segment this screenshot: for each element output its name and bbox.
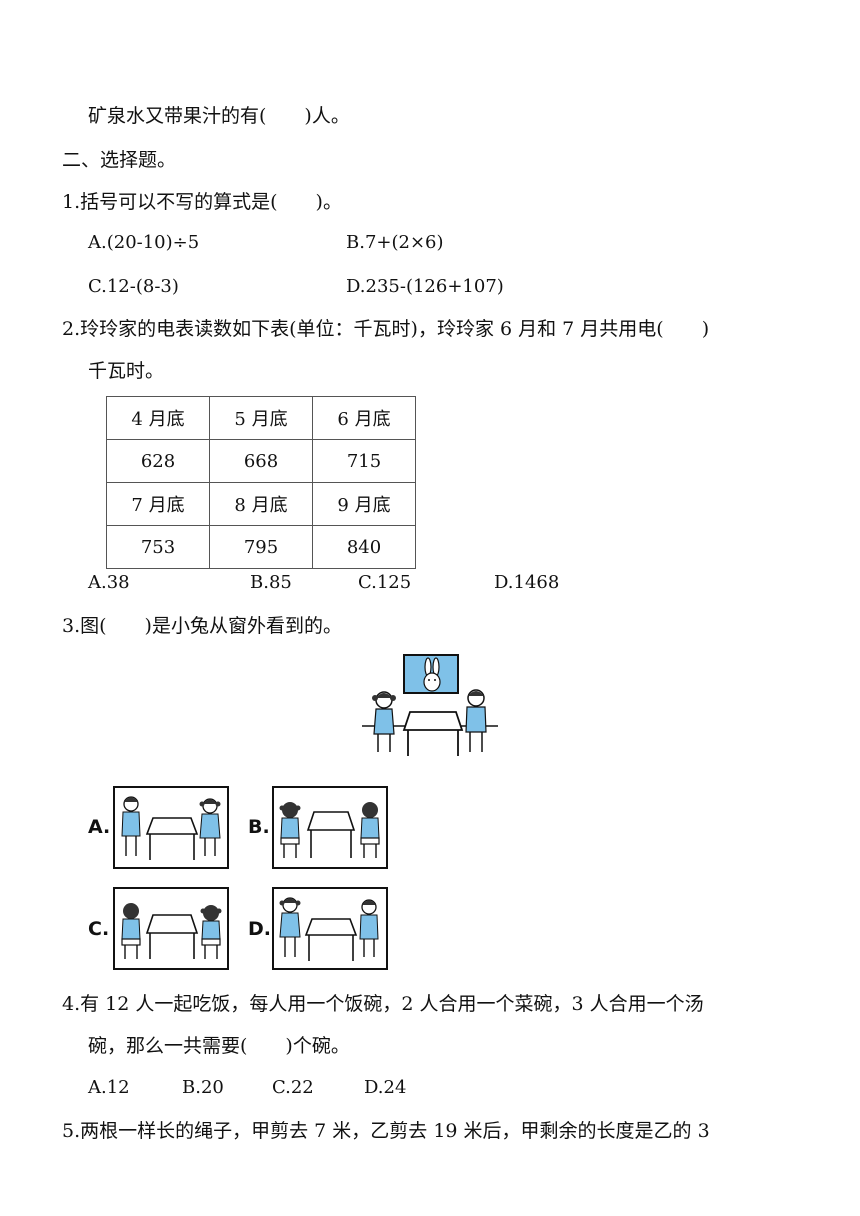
q1-option-a: A.(20-10)÷5 [88,232,200,253]
q1-option-c: C.12-(8-3) [88,276,179,297]
table-cell: 6 月底 [312,396,416,440]
girl-icon [199,798,221,856]
table-cell: 9 月底 [312,482,416,526]
table-icon [402,711,464,756]
girl-icon [279,897,301,957]
option-b-figure [272,786,388,869]
q1-option-d: D.235-(126+107) [346,276,504,297]
table-row: 7 月底 8 月底 9 月底 [106,482,416,526]
table-cell: 8 月底 [209,482,313,526]
q4-option-b: B.20 [182,1077,224,1098]
table-icon [306,811,356,858]
table-cell: 668 [209,439,313,483]
table-icon [145,817,199,860]
q4-option-d: D.24 [364,1077,407,1098]
q2-stem-line2: 千瓦时。 [88,360,165,382]
q4-stem-line2: 碗，那么一共需要( )个碗。 [88,1035,350,1057]
figure-label-b: B. [248,816,270,838]
option-d-figure [272,887,388,970]
table-cell: 5 月底 [209,396,313,440]
q3-stem: 3.图( )是小兔从窗外看到的。 [62,615,342,637]
table-cell: 7 月底 [106,482,210,526]
window-scene-illustration [362,654,498,756]
boy-icon [359,899,379,957]
q2-option-d: D.1468 [494,572,560,593]
q1-option-b: B.7+(2×6) [346,232,444,253]
q2-option-c: C.125 [358,572,412,593]
q2-option-a: A.38 [88,572,130,593]
meter-reading-table: 4 月底 5 月底 6 月底 628 668 715 7 月底 8 月底 9 月… [106,396,416,569]
section-title: 二、选择题。 [62,149,177,171]
figure-label-d: D. [248,918,271,940]
table-icon [145,914,199,959]
q5-stem-line1: 5.两根一样长的绳子，甲剪去 7 米，乙剪去 19 米后，甲剩余的长度是乙的 3 [62,1120,710,1142]
boy-icon [121,796,141,856]
table-row: 4 月底 5 月底 6 月底 [106,396,416,440]
continuation-text: 矿泉水又带果汁的有( )人。 [88,105,350,127]
table-cell: 840 [312,525,416,569]
figure-label-a: A. [88,816,111,838]
figure-label-c: C. [88,918,110,940]
q1-stem: 1.括号可以不写的算式是( )。 [62,191,342,213]
table-cell: 4 月底 [106,396,210,440]
table-row: 628 668 715 [106,439,416,483]
girl-back-icon [200,905,222,959]
rabbit-icon [423,657,441,692]
q4-option-c: C.22 [272,1077,314,1098]
option-a-figure [113,786,229,869]
boy-icon [465,689,487,752]
boy-back-icon [121,903,141,959]
table-cell: 715 [312,439,416,483]
table-cell: 795 [209,525,313,569]
girl-back-icon [279,802,301,858]
girl-icon [372,691,396,752]
table-cell: 628 [106,439,210,483]
boy-back-icon [360,802,380,858]
q4-stem-line1: 4.有 12 人一起吃饭，每人用一个饭碗，2 人合用一个菜碗，3 人合用一个汤 [62,993,704,1015]
q2-stem-line1: 2.玲玲家的电表读数如下表(单位：千瓦时)，玲玲家 6 月和 7 月共用电( ) [62,318,710,340]
q4-option-a: A.12 [88,1077,130,1098]
table-icon [304,918,358,961]
q2-option-b: B.85 [250,572,292,593]
option-c-figure [113,887,229,970]
table-cell: 753 [106,525,210,569]
table-row: 753 795 840 [106,525,416,569]
